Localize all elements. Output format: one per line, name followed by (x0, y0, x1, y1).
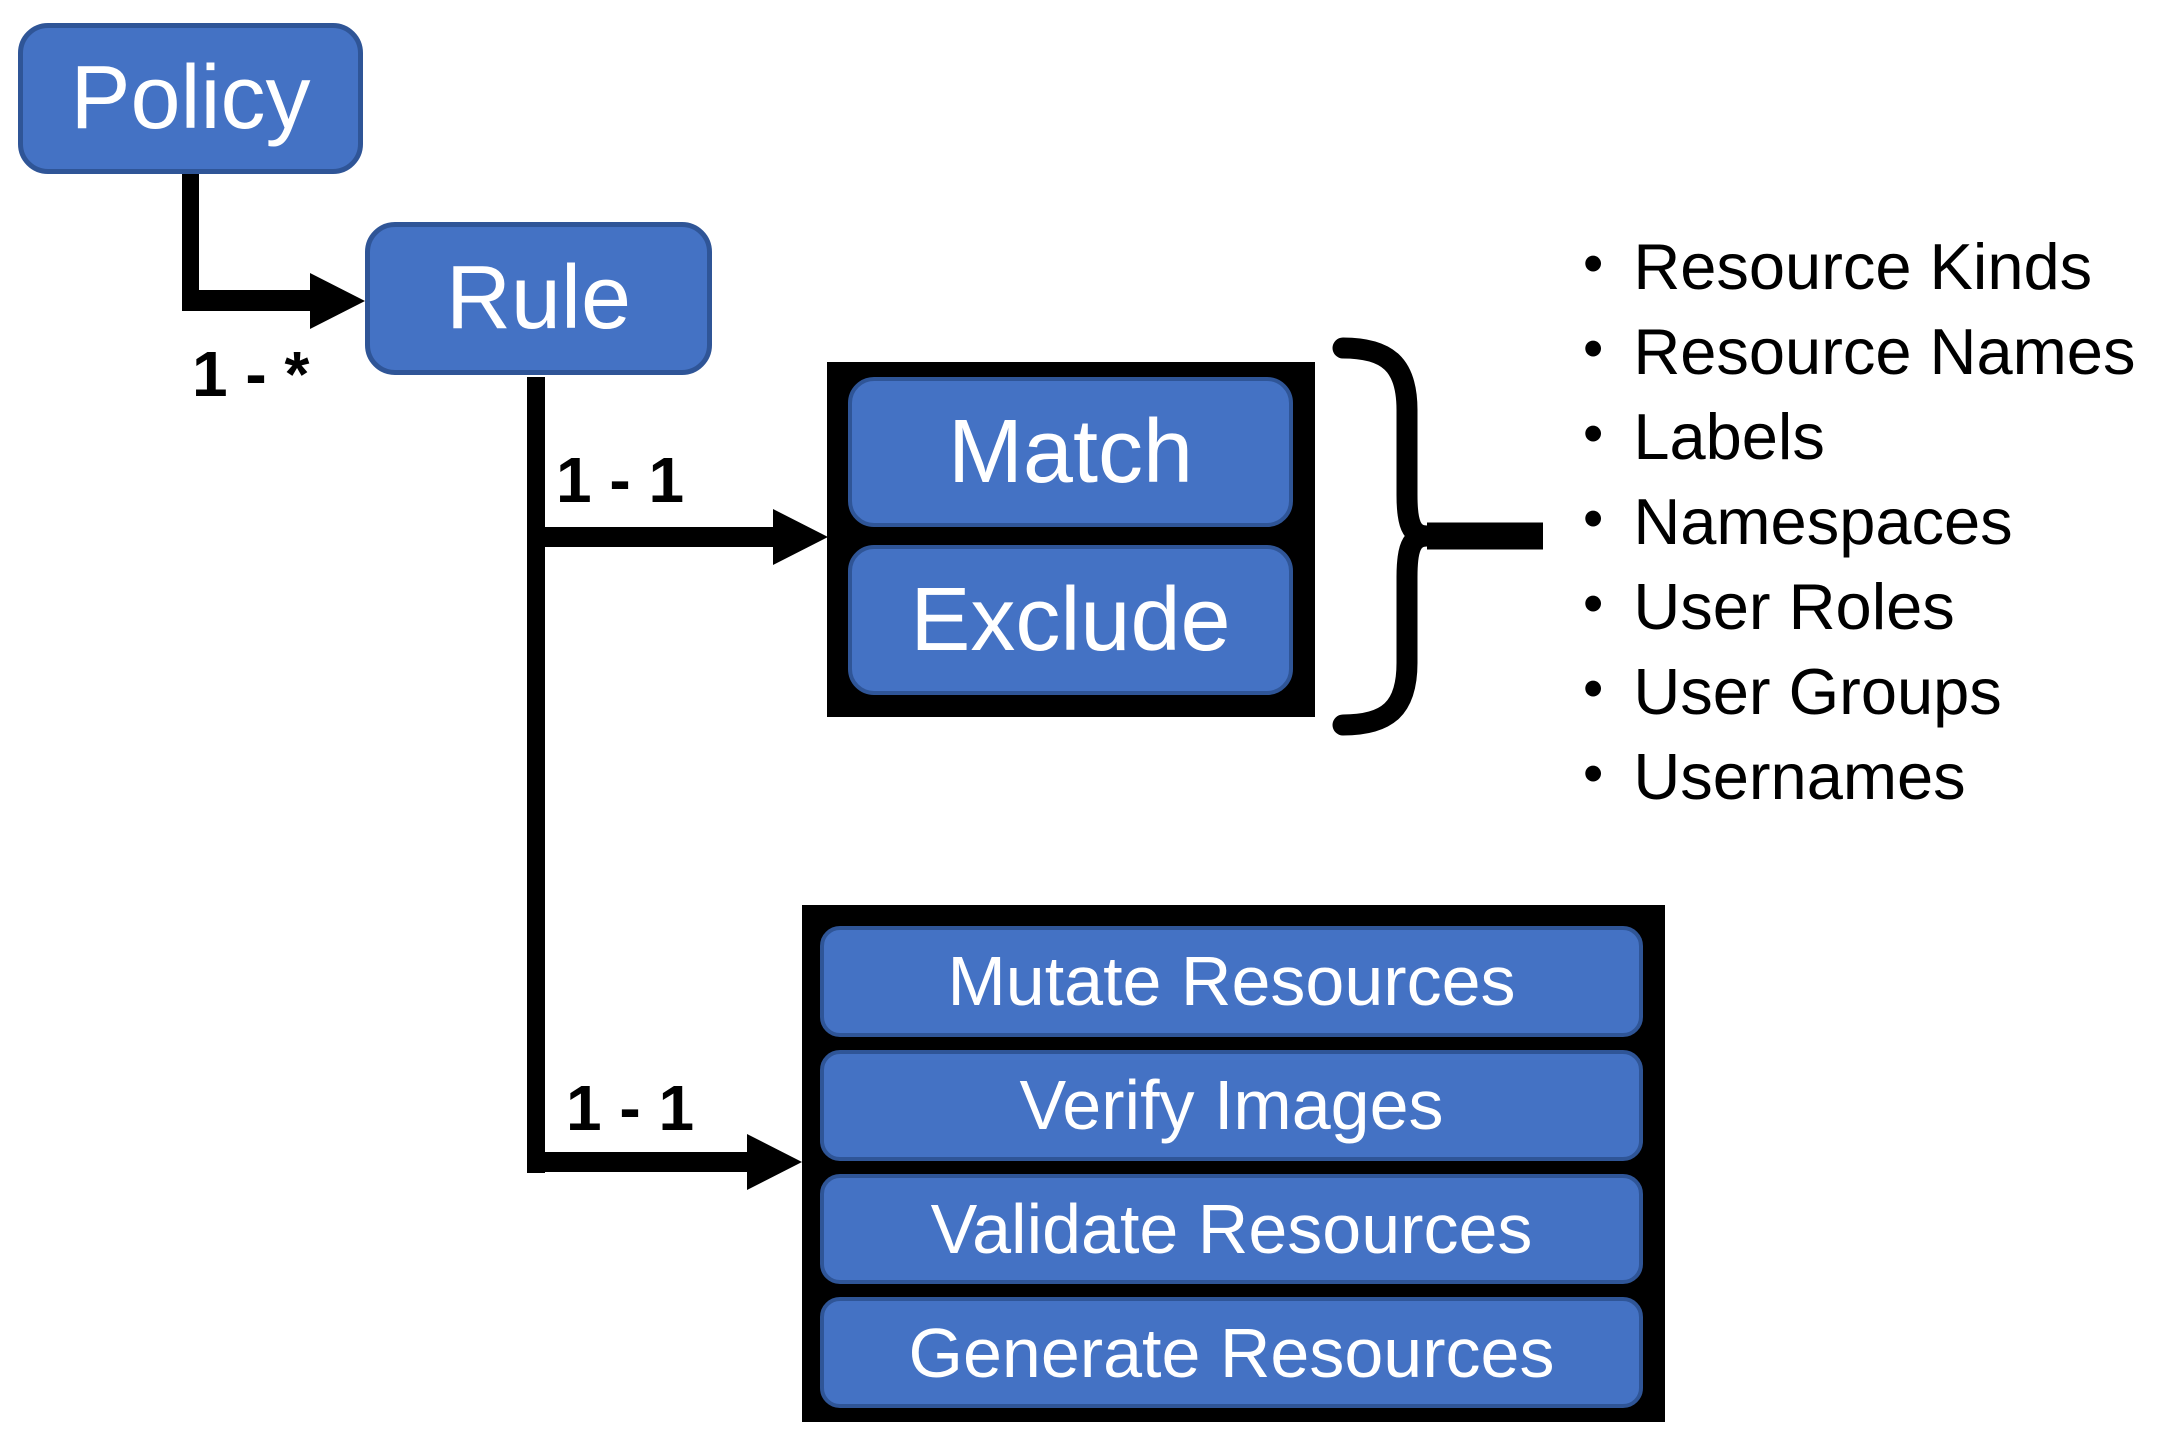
rule-to-actions-multiplicity-label: 1 - 1 (566, 1072, 695, 1144)
mutate-resources-node: Mutate Resources (820, 926, 1643, 1037)
generate-resources-node: Generate Resources (820, 1297, 1643, 1408)
list-item: • Resource Kinds (1583, 224, 2135, 309)
rule-node-label: Rule (445, 248, 632, 348)
exclude-node: Exclude (848, 545, 1293, 695)
bullet-icon: • (1583, 570, 1604, 636)
rule-to-actions-arrowhead-icon (747, 1134, 802, 1190)
bullet-icon: • (1583, 400, 1604, 466)
rule-trunk-connector-vertical (527, 377, 545, 1173)
policy-node: Policy (18, 23, 363, 174)
generate-resources-label: Generate Resources (908, 1313, 1555, 1392)
verify-images-node: Verify Images (820, 1049, 1643, 1161)
attribute-label: Resource Names (1633, 315, 2136, 388)
policy-to-rule-connector-vertical (182, 174, 199, 311)
match-node-label: Match (947, 401, 1194, 502)
attribute-label: Namespaces (1633, 485, 2013, 558)
policy-to-rule-arrowhead-icon (310, 273, 365, 329)
bullet-icon: • (1583, 230, 1604, 296)
match-node: Match (848, 377, 1293, 527)
bullet-icon: • (1583, 655, 1604, 721)
policy-node-label: Policy (70, 48, 311, 148)
exclude-node-label: Exclude (910, 569, 1231, 670)
list-item: • User Roles (1583, 564, 2135, 649)
validate-resources-node: Validate Resources (820, 1173, 1643, 1285)
list-item: • Resource Names (1583, 309, 2135, 394)
list-item: • User Groups (1583, 649, 2135, 734)
attribute-label: User Groups (1633, 655, 2002, 728)
rule-actions-group: Mutate Resources Verify Images Validate … (802, 905, 1665, 1422)
rule-node: Rule (365, 222, 712, 375)
rule-to-match-connector-horizontal (527, 527, 773, 547)
curly-brace-icon (1332, 337, 1543, 736)
bullet-icon: • (1583, 740, 1604, 806)
mutate-resources-label: Mutate Resources (947, 942, 1516, 1021)
policy-to-rule-connector-horizontal (182, 290, 310, 311)
list-item: • Namespaces (1583, 479, 2135, 564)
bullet-icon: • (1583, 315, 1604, 381)
match-exclude-group: Match Exclude (827, 362, 1315, 717)
list-item: • Usernames (1583, 734, 2135, 819)
list-item: • Labels (1583, 394, 2135, 479)
attribute-label: User Roles (1633, 570, 1955, 643)
policy-to-rule-multiplicity-label: 1 - * (192, 338, 310, 410)
rule-to-actions-connector-horizontal (527, 1152, 747, 1172)
rule-to-match-arrowhead-icon (773, 509, 828, 565)
validate-resources-label: Validate Resources (930, 1189, 1533, 1268)
attribute-label: Usernames (1633, 740, 1966, 813)
match-attributes-list: •Resource Kinds •Resource Names •Labels … (1583, 224, 2135, 819)
verify-images-label: Verify Images (1019, 1066, 1444, 1145)
attribute-label: Resource Kinds (1633, 230, 2093, 303)
attribute-label: Labels (1633, 400, 1825, 473)
bullet-icon: • (1583, 485, 1604, 551)
rule-to-match-multiplicity-label: 1 - 1 (556, 444, 685, 516)
